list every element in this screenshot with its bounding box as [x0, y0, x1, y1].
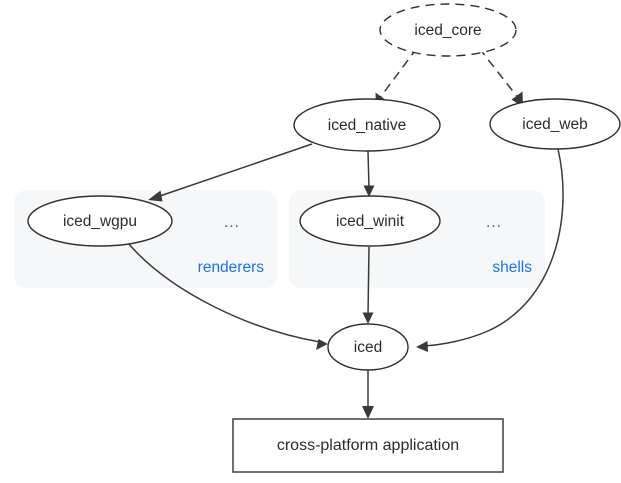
edge-wgpu-to-iced-line — [127, 242, 321, 343]
edge-iced-to-app — [362, 370, 374, 419]
cluster-shells-label: shells — [492, 259, 532, 276]
node-iced-native-label: iced_native — [328, 117, 406, 134]
cluster-shells-ellipsis: ... — [486, 214, 502, 231]
node-cross-platform-application-label: cross-platform application — [277, 437, 459, 454]
edge-core-to-web-line — [478, 47, 520, 100]
node-iced-web-shape[interactable] — [489, 98, 621, 150]
edge-winit-to-iced-line — [367, 246, 370, 317]
node-iced-native[interactable]: iced_native — [293, 98, 441, 152]
edge-native-to-winit — [363, 150, 375, 197]
edge-native-to-wgpu-arrowhead — [148, 190, 163, 202]
edge-wgpu-to-iced-arrowhead — [316, 339, 328, 350]
node-iced-web[interactable]: iced_web — [489, 98, 621, 150]
node-iced-winit-shape[interactable] — [299, 195, 441, 247]
node-iced-web-label: iced_web — [522, 116, 588, 133]
node-iced-winit-label: iced_winit — [336, 213, 405, 230]
edge-winit-to-iced-arrowhead — [362, 312, 374, 324]
edge-winit-to-iced — [362, 246, 374, 324]
node-iced-wgpu-shape[interactable] — [27, 195, 173, 247]
edge-wgpu-to-iced — [127, 242, 328, 350]
node-iced-winit[interactable]: iced_winit — [299, 195, 441, 247]
node-iced-shape[interactable] — [327, 323, 409, 371]
edge-native-to-winit-line — [367, 150, 370, 190]
node-iced-core-label: iced_core — [414, 22, 481, 39]
node-iced-core[interactable]: iced_core — [379, 3, 517, 57]
node-cross-platform-application-shape[interactable] — [232, 418, 504, 473]
cluster-renderers-ellipsis: ... — [224, 214, 240, 231]
edge-web-to-iced-arrowhead — [416, 341, 428, 352]
edge-layer — [127, 47, 564, 419]
edge-web-to-iced — [416, 148, 564, 352]
node-iced-core-shape[interactable] — [379, 3, 517, 57]
edge-iced-to-app-arrowhead — [362, 406, 374, 419]
node-iced[interactable]: iced — [327, 323, 409, 371]
node-iced-wgpu[interactable]: iced_wgpu — [27, 195, 173, 247]
edge-web-to-iced-line — [423, 148, 564, 347]
node-iced-wgpu-label: iced_wgpu — [63, 213, 137, 230]
node-cross-platform-application[interactable]: cross-platform application — [232, 418, 504, 473]
cluster-renderers-label: renderers — [198, 259, 265, 276]
edge-native-to-wgpu-line — [156, 143, 313, 198]
node-iced-label: iced — [354, 339, 382, 356]
edge-core-to-native — [375, 47, 418, 107]
edge-core-to-web — [478, 47, 523, 107]
edge-core-to-native-line — [378, 47, 418, 100]
edge-native-to-wgpu — [148, 143, 313, 202]
node-layer: iced_core iced_native iced_web iced_wgpu… — [27, 3, 621, 473]
node-iced-native-shape[interactable] — [293, 98, 441, 152]
edge-native-to-winit-arrowhead — [363, 185, 375, 197]
